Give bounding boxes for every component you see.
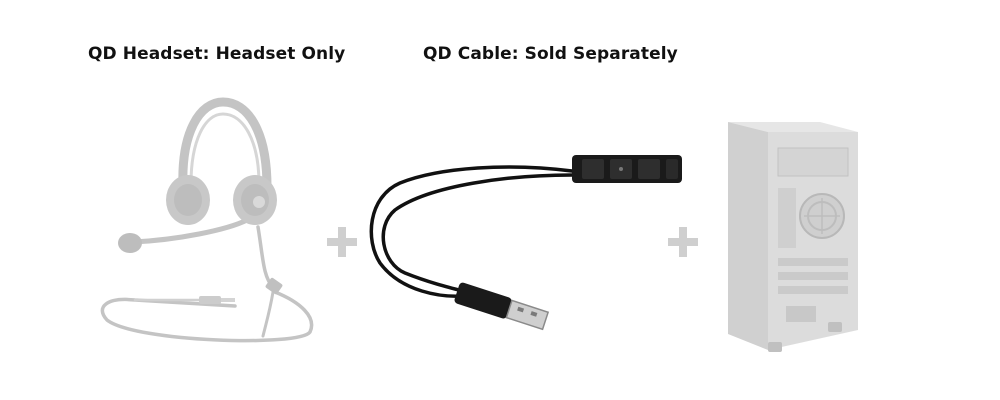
headset-icon	[100, 97, 314, 343]
pc-tower-icon	[728, 122, 858, 352]
plus-icon	[327, 227, 357, 257]
usb-qd-cable-icon	[369, 155, 682, 331]
headset-caption: QD Headset: Headset Only	[88, 44, 346, 64]
cable-caption: QD Cable: Sold Separately	[423, 44, 678, 64]
plus-icon	[668, 227, 698, 257]
